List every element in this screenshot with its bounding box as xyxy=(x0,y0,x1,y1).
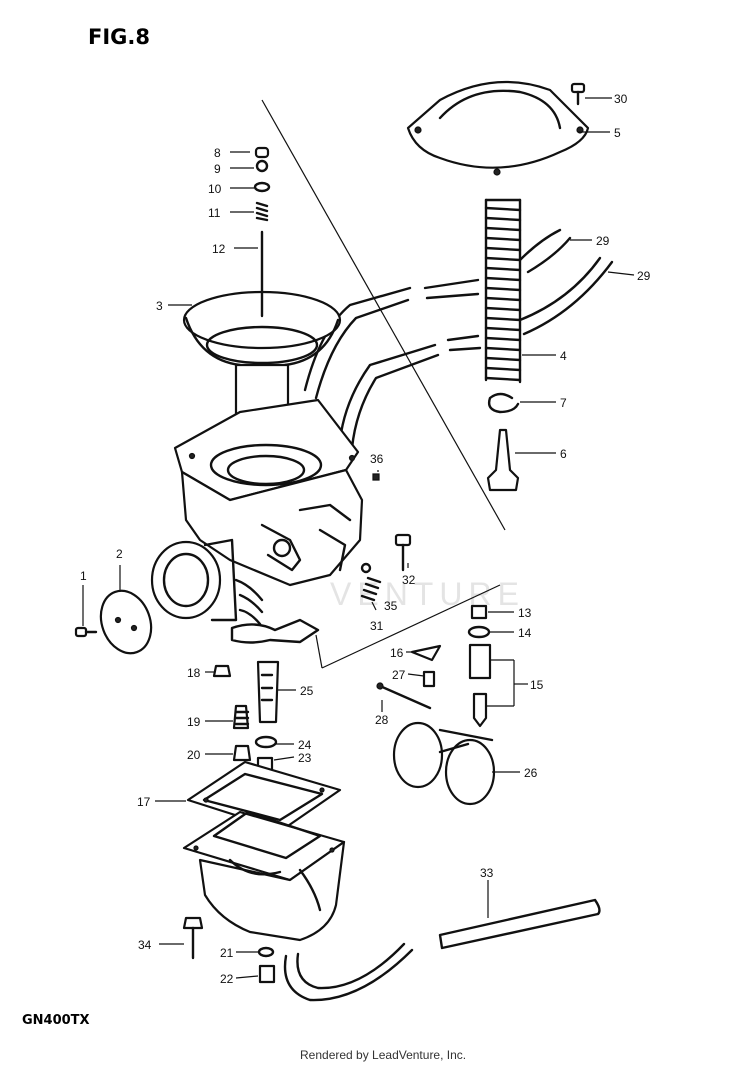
callout-30: 30 xyxy=(614,92,628,106)
callout-2: 2 xyxy=(116,547,123,561)
callout-1: 1 xyxy=(80,569,87,583)
needle-stack xyxy=(253,146,271,318)
callout-23: 23 xyxy=(298,751,312,765)
callout-18: 18 xyxy=(187,666,201,680)
callout-35: 35 xyxy=(384,599,398,613)
callout-33: 33 xyxy=(480,866,494,880)
callout-10: 10 xyxy=(208,182,222,196)
callout-12: 12 xyxy=(212,242,226,256)
callout-21: 21 xyxy=(220,946,234,960)
callout-36: 36 xyxy=(370,452,384,466)
cover-plate xyxy=(74,589,153,655)
jet-needle xyxy=(486,428,520,492)
callout-15: 15 xyxy=(530,678,544,692)
leader-lines xyxy=(82,97,635,979)
model-code: GN400TX xyxy=(22,1013,90,1028)
callout-8: 8 xyxy=(214,146,221,160)
callout-25: 25 xyxy=(300,684,314,698)
callout-13: 13 xyxy=(518,606,532,620)
render-credit: Rendered by LeadVenture, Inc. xyxy=(300,1048,466,1062)
spring xyxy=(484,198,522,384)
float-valve-parts xyxy=(376,604,492,728)
carb-top-cap xyxy=(406,80,590,176)
callout-7: 7 xyxy=(560,396,567,410)
callout-26: 26 xyxy=(524,766,538,780)
callout-17: 17 xyxy=(137,795,151,809)
callout-29-lower: 29 xyxy=(637,269,651,283)
leader-box-lines xyxy=(261,99,506,669)
callout-31: 31 xyxy=(370,619,384,633)
callout-labels: 30 5 29 29 4 7 6 8 9 10 11 12 3 2 1 36 3… xyxy=(80,92,651,986)
bowl-screws xyxy=(182,916,276,984)
callout-20: 20 xyxy=(187,748,201,762)
callout-5: 5 xyxy=(614,126,621,140)
callout-29-upper: 29 xyxy=(596,234,610,248)
callout-27: 27 xyxy=(392,668,406,682)
body-small-parts xyxy=(360,473,412,602)
callout-34: 34 xyxy=(138,938,152,952)
callout-14: 14 xyxy=(518,626,532,640)
callout-16: 16 xyxy=(390,646,404,660)
callout-6: 6 xyxy=(560,447,567,461)
figure-title: FIG.8 xyxy=(88,25,150,49)
callout-24: 24 xyxy=(298,738,312,752)
screw-30 xyxy=(570,82,586,106)
callout-19: 19 xyxy=(187,715,201,729)
callout-28: 28 xyxy=(375,713,389,727)
callout-22: 22 xyxy=(220,972,234,986)
overflow-hoses xyxy=(283,898,601,1002)
carburetor-body xyxy=(150,398,364,644)
jets xyxy=(212,660,280,772)
float-bowl xyxy=(182,810,346,942)
callout-4: 4 xyxy=(560,349,567,363)
float xyxy=(392,721,496,806)
vent-hoses xyxy=(303,228,614,450)
callout-9: 9 xyxy=(214,162,221,176)
circlip xyxy=(487,392,520,414)
callout-3: 3 xyxy=(156,299,163,313)
callout-11: 11 xyxy=(208,206,221,220)
watermark-text: VENTURE xyxy=(330,576,525,612)
callout-32: 32 xyxy=(402,573,416,587)
